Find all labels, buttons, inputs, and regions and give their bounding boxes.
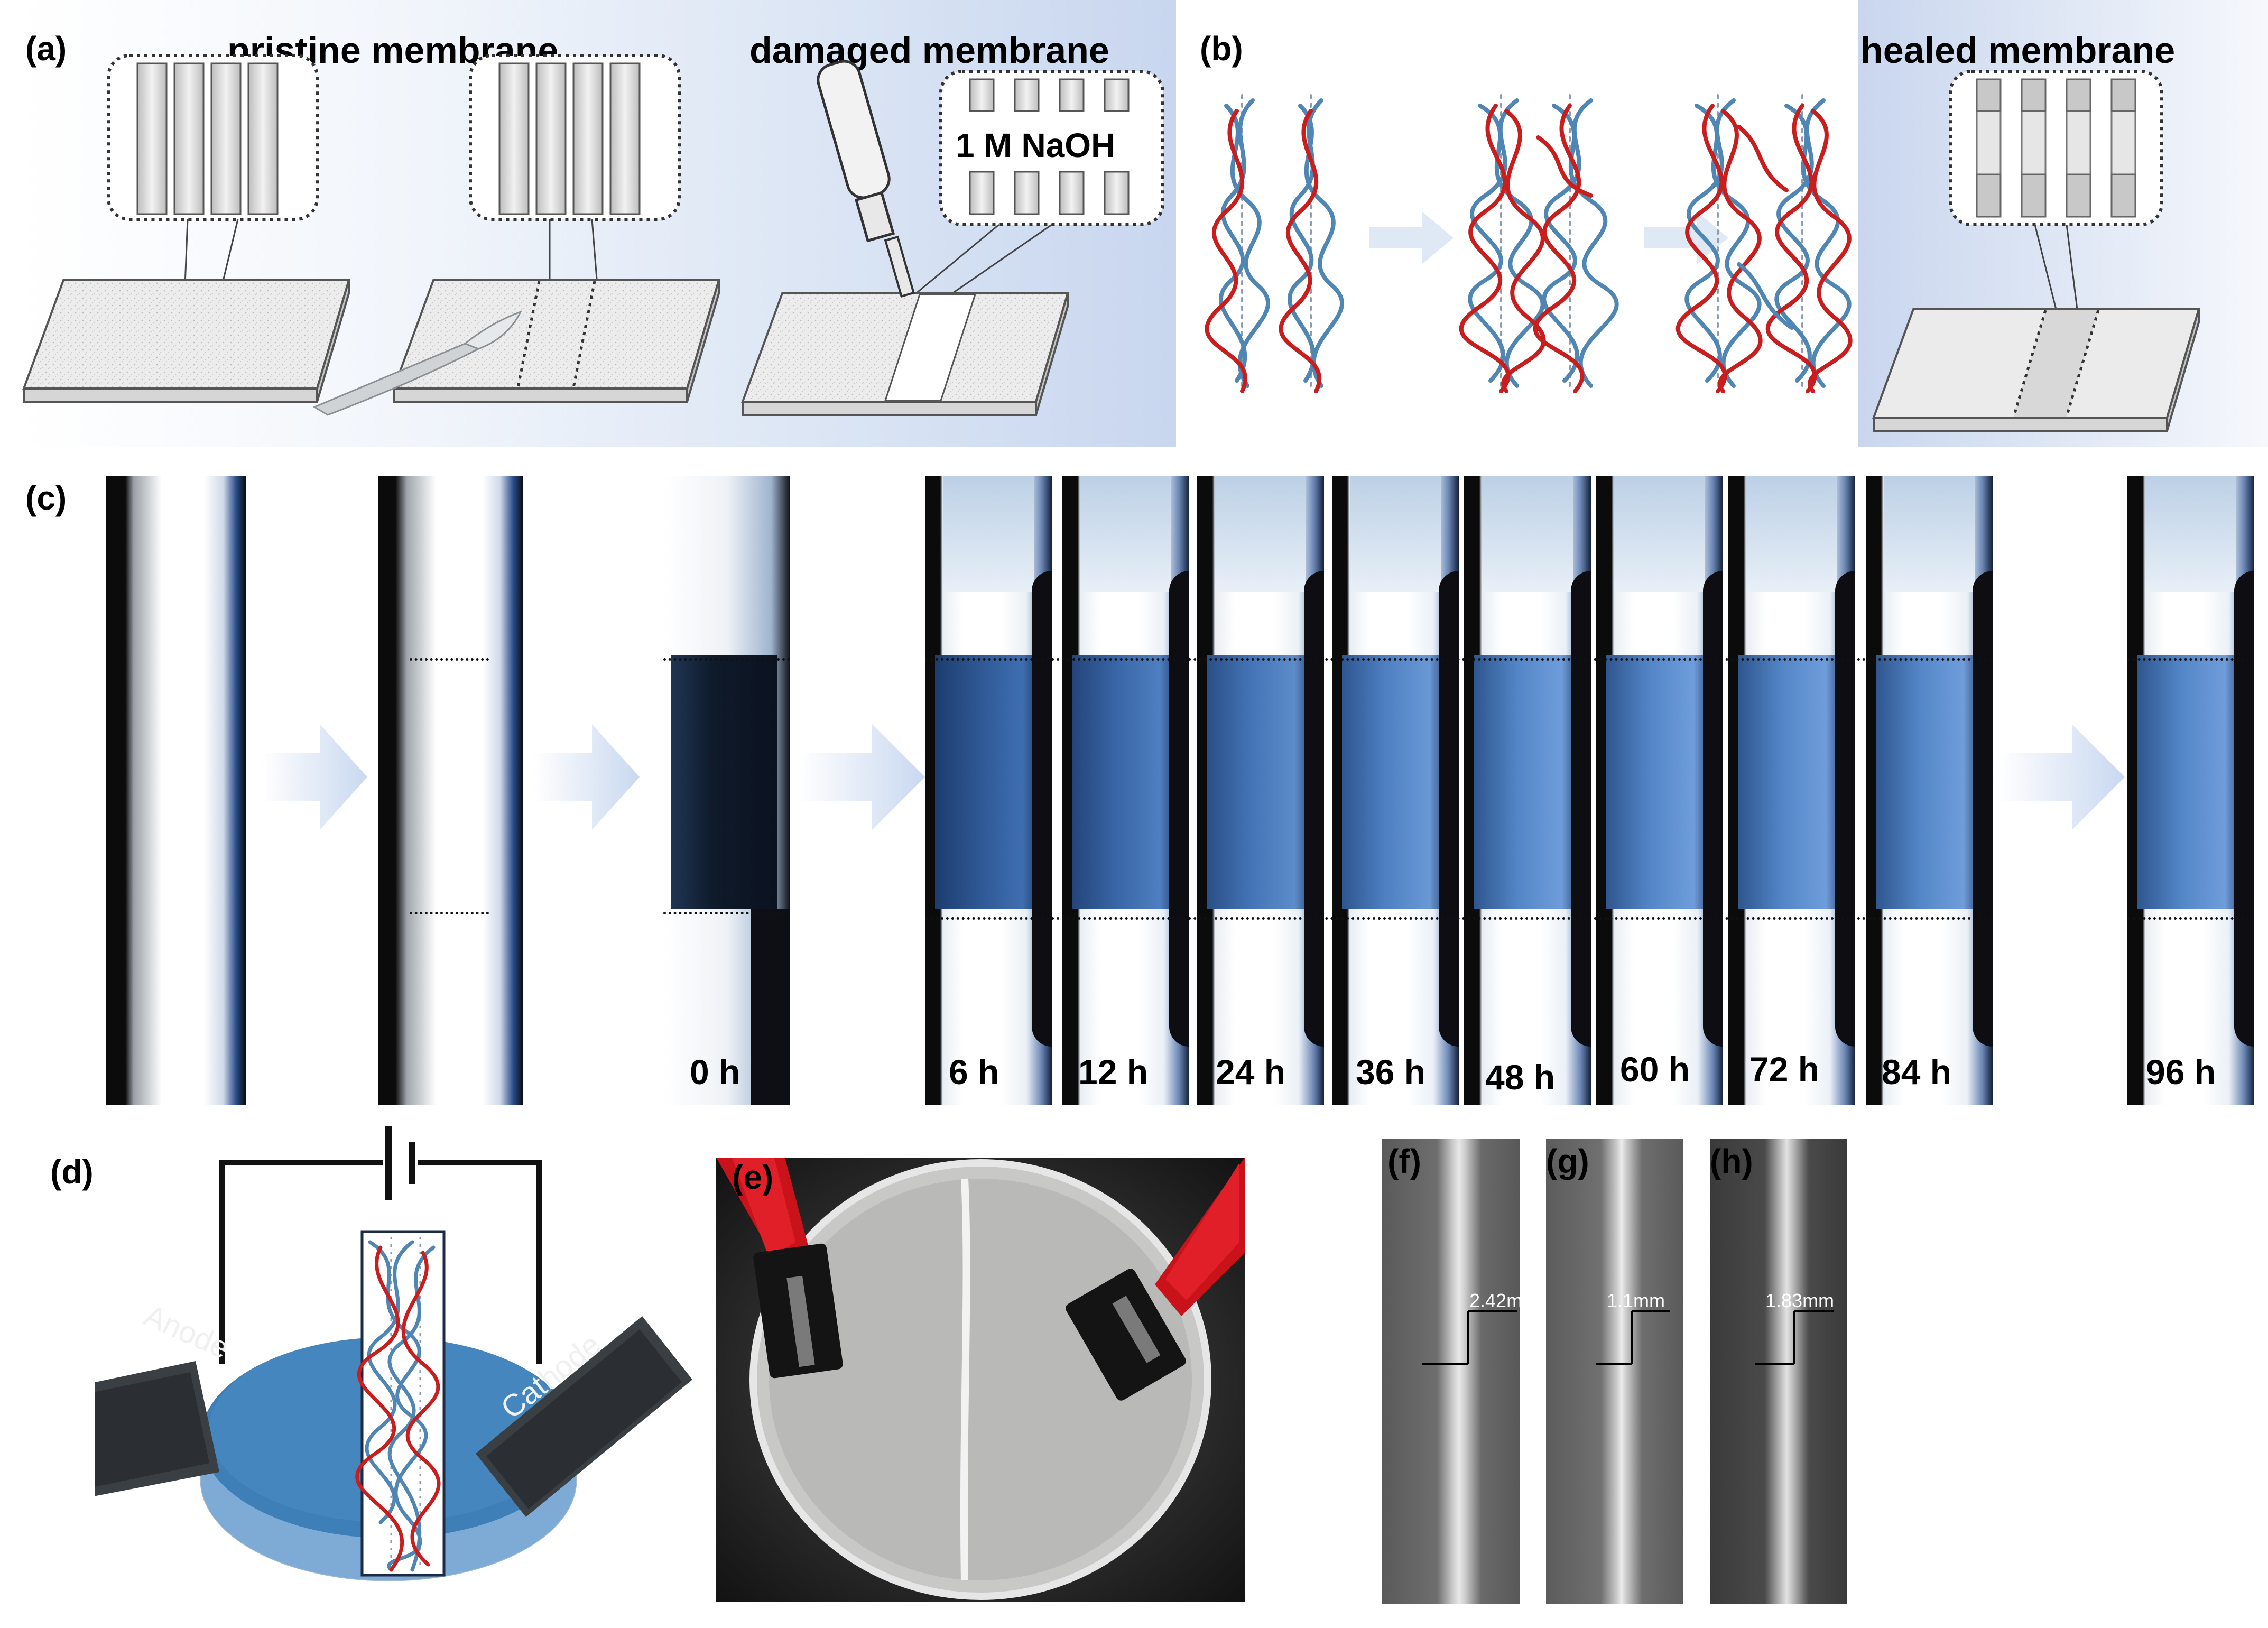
healed-zoom-box (1949, 70, 2163, 226)
time-label-60h: 60 h (1620, 1050, 1690, 1089)
cut-line-top (410, 658, 489, 661)
gap-width-h: 1.83mm (1765, 1290, 1835, 1311)
panel-a-label: (a) (25, 30, 67, 68)
panel-d-electrochemical-setup (95, 1126, 692, 1581)
panel-g-label: (g) (1546, 1142, 1589, 1180)
photo-gap-g (1546, 1139, 1683, 1604)
damaged-membrane-title: damaged membrane (749, 30, 1109, 71)
scalpel-icon (312, 310, 523, 416)
photo-pristine-strip (106, 476, 246, 1105)
zone-line-healing-top (925, 658, 1993, 661)
photo-strip-48h (1464, 476, 1591, 1105)
panel-b-label: (b) (1200, 30, 1243, 68)
photo-strip-96h (2127, 476, 2254, 1105)
panel-b-polymer-chains (1205, 70, 2200, 432)
time-label-6h: 6 h (949, 1052, 999, 1092)
chain-bundle-medium (1459, 94, 1619, 393)
pipette-icon (817, 60, 915, 298)
photo-strip-0h (663, 476, 790, 1105)
zone-line-0h-top (663, 658, 790, 661)
cut-line-bottom (410, 912, 489, 914)
panel-c-label: (c) (25, 479, 67, 517)
battery-icon (385, 1126, 415, 1200)
arrow-icon-3 (798, 724, 925, 830)
panel-h-label: (h) (1710, 1142, 1753, 1180)
zone-line-96h-top (2127, 658, 2254, 661)
chain-bundle-dense (1675, 94, 1853, 393)
time-label-0h: 0 h (690, 1052, 740, 1092)
pristine-zoom-box (107, 54, 319, 221)
arrow-icon-2 (534, 724, 640, 830)
gap-width-g: 1.1mm (1607, 1290, 1665, 1311)
chain-bundle-sparse (1205, 94, 1344, 393)
photo-strip-60h (1596, 476, 1723, 1105)
time-label-48h: 48 h (1485, 1058, 1556, 1097)
gap-width-f: 2.42mm (1469, 1290, 1539, 1311)
photo-strip-72h (1728, 476, 1855, 1105)
photo-petri-dish-setup (716, 1158, 1245, 1602)
time-label-12h: 12 h (1078, 1052, 1149, 1092)
panel-e-label: (e) (732, 1158, 774, 1196)
measurement-markers (1422, 1310, 1834, 1365)
naoh-label: 1 M NaOH (956, 126, 1116, 164)
photo-gap-f (1382, 1139, 1520, 1604)
cut-zoom-box (469, 54, 681, 221)
panel-a-schematic (22, 54, 1164, 416)
time-label-72h: 72 h (1749, 1050, 1820, 1089)
healed-membrane-title: healed membrane (1860, 30, 2176, 71)
photo-gap-h (1710, 1139, 1847, 1604)
photo-strip-36h (1332, 476, 1459, 1105)
arrow-icon-1 (262, 724, 367, 830)
time-label-84h: 84 h (1882, 1052, 1952, 1092)
arrow-icon-4 (1998, 724, 2125, 830)
zone-line-96h-bottom (2127, 917, 2254, 920)
time-label-36h: 36 h (1356, 1052, 1426, 1092)
panel-d-label: (d) (50, 1153, 94, 1191)
panel-f-label: (f) (1387, 1142, 1421, 1180)
photo-cut-strip (378, 476, 523, 1105)
damaged-zoom-box (939, 70, 1164, 226)
photo-strip-84h (1866, 476, 1993, 1105)
photo-strip-12h (1062, 476, 1189, 1105)
photo-strip-24h (1197, 476, 1324, 1105)
zone-line-0h-bottom (663, 912, 790, 914)
zone-line-healing-bottom (925, 917, 1993, 920)
cathode-electrode (476, 1316, 692, 1517)
time-label-96h: 96 h (2146, 1052, 2216, 1092)
anode-electrode (95, 1361, 219, 1496)
photo-strip-6h (925, 476, 1052, 1105)
time-label-24h: 24 h (1216, 1052, 1286, 1092)
